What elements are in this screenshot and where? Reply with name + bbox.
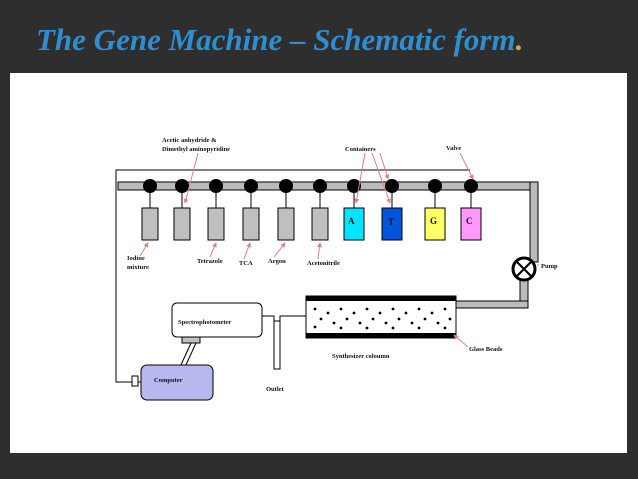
- outlet-tube: [273, 320, 281, 370]
- label-computer: Computer: [154, 377, 183, 384]
- label-tetrazole: Tetrazole: [197, 258, 223, 265]
- glass-beads: [313, 307, 452, 330]
- container-a: [343, 207, 365, 241]
- valve: [464, 179, 478, 193]
- spectrophotometer: [171, 302, 263, 338]
- spectro-connector: [181, 336, 201, 344]
- base-label-t: T: [388, 217, 394, 227]
- synthesizer-column: [305, 295, 457, 339]
- base-containers: A T G C: [343, 188, 482, 241]
- valves: [143, 179, 478, 193]
- label-tca: TCA: [239, 260, 253, 267]
- title-punctuation: .: [515, 22, 524, 57]
- container-t: [381, 207, 403, 241]
- computer-port: [131, 375, 139, 387]
- valve: [279, 179, 293, 193]
- labels: Acetic anhydride & Dimethyl aminopyridin…: [127, 137, 558, 393]
- label-dimethyl-aminopyridine: Dimethyl aminopyridine: [162, 146, 230, 153]
- outlet-pipe: [262, 315, 306, 370]
- label-containers: Containers: [345, 146, 376, 153]
- label-acetonitrile: Acetonitrile: [307, 260, 340, 267]
- diagram-panel: A T G C: [10, 73, 627, 453]
- label-argon: Argon: [268, 258, 286, 265]
- label-glass-beads: Glass Beads: [469, 346, 503, 353]
- container-argon: [277, 207, 295, 241]
- base-label-g: G: [430, 216, 437, 226]
- valve: [428, 179, 442, 193]
- label-acetic-anhydride: Acetic anhydride &: [162, 137, 217, 144]
- container-c: [460, 207, 482, 241]
- pump: [511, 256, 537, 282]
- container-iodine: [141, 207, 159, 241]
- control-line: [115, 169, 470, 383]
- title-text: The Gene Machine – Schematic form: [36, 22, 516, 57]
- label-pump: Pump: [541, 263, 558, 270]
- valve: [313, 179, 327, 193]
- container-tca: [242, 207, 260, 241]
- valve: [244, 179, 258, 193]
- base-label-a: A: [348, 216, 355, 226]
- valve: [385, 179, 399, 193]
- valve: [175, 179, 189, 193]
- container-g: [424, 207, 446, 241]
- valve: [347, 179, 361, 193]
- label-iodine-mixture-2: mixture: [127, 264, 149, 271]
- label-spectrophotometer: Spectrophotometer: [178, 319, 231, 326]
- label-valve: Valve: [446, 145, 461, 152]
- label-iodine-mixture-1: Iodine: [127, 255, 145, 262]
- valve: [143, 179, 157, 193]
- leader-arrows: [139, 152, 539, 348]
- container-tetrazole: [207, 207, 225, 241]
- gene-machine-schematic: A T G C: [115, 137, 558, 401]
- valve: [209, 179, 223, 193]
- container-acetic: [173, 207, 191, 241]
- label-outlet: Outlet: [266, 386, 285, 393]
- container-acetonitrile: [311, 207, 329, 241]
- reagent-containers: [141, 188, 329, 241]
- slide-title: The Gene Machine – Schematic form.: [36, 22, 523, 58]
- base-label-c: C: [466, 216, 473, 226]
- column-inlet-pipe: [455, 300, 529, 309]
- computer: [140, 364, 214, 401]
- pump-feed-pipe: [529, 181, 539, 263]
- label-synthesizer-column: Synthesizer coloumn: [332, 353, 390, 360]
